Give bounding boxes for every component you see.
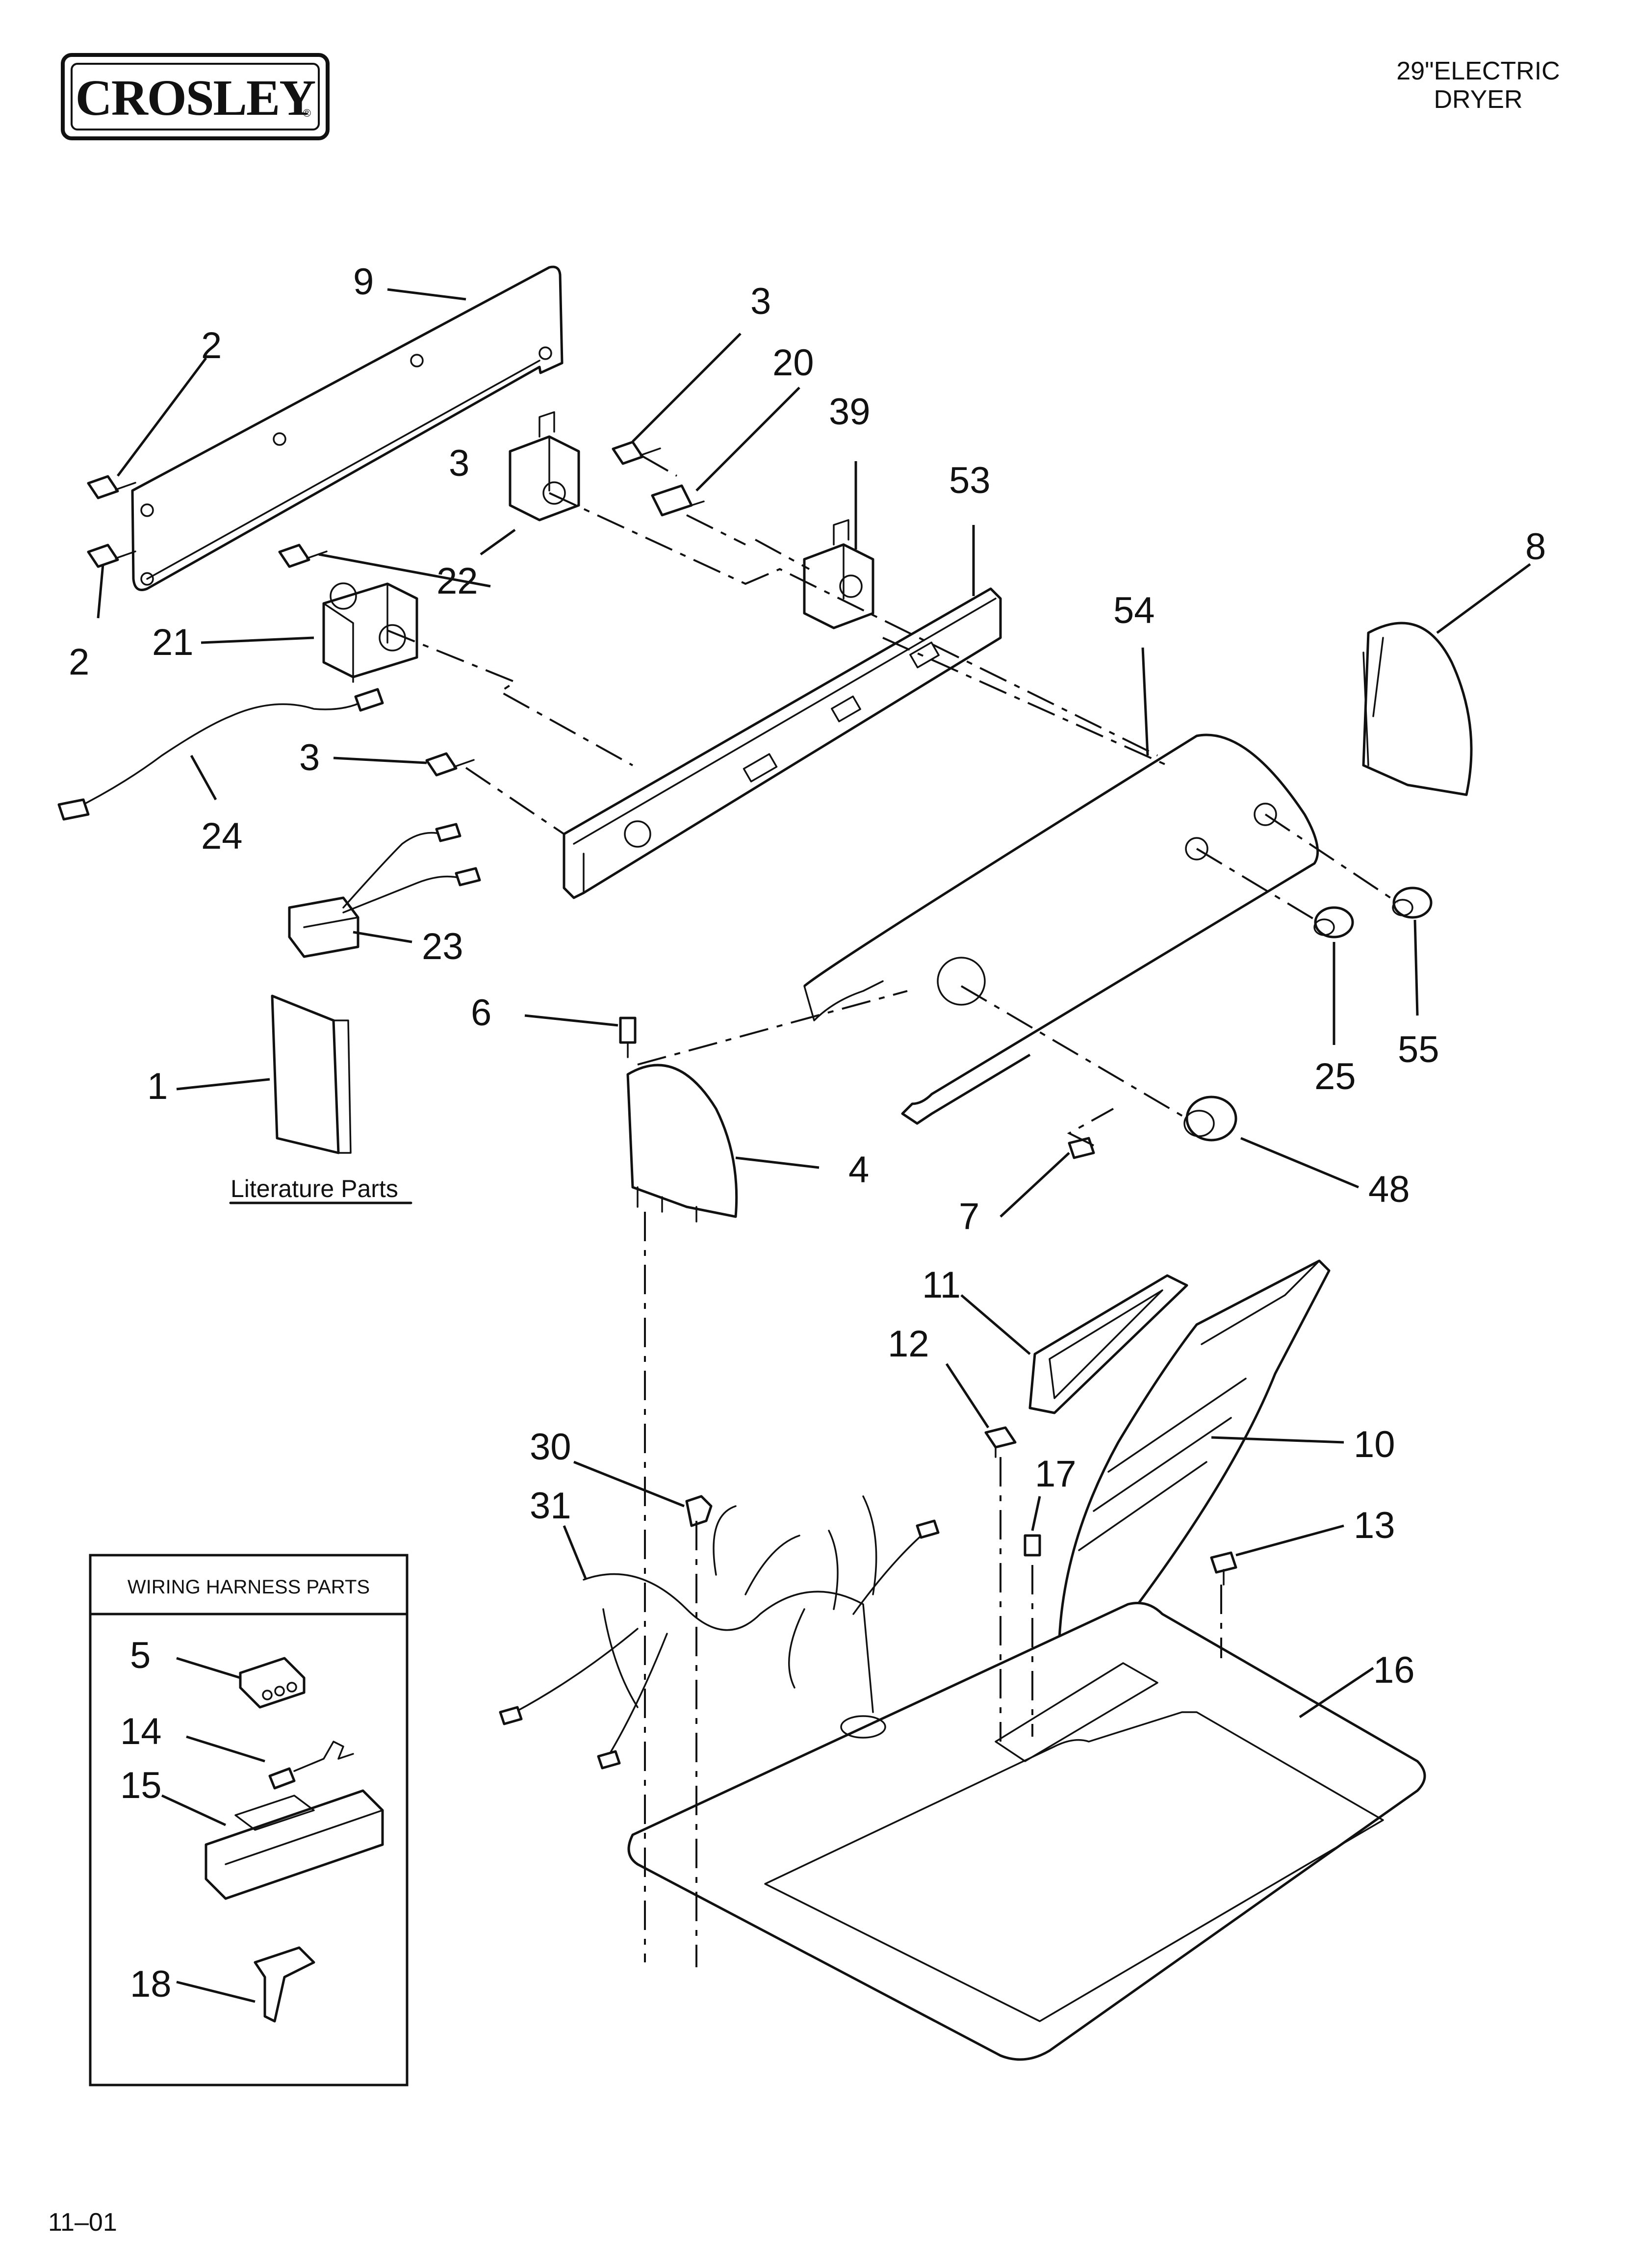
- callout-leader-lines: [97, 288, 1531, 2003]
- part-screw-3-left: [278, 544, 328, 568]
- callout-48: 48: [1368, 1169, 1410, 1210]
- part-knob-25: [1313, 906, 1354, 938]
- callout-2-bottom: 2: [69, 641, 89, 683]
- product-title-line2: DRYER: [1434, 85, 1523, 114]
- callout-53: 53: [949, 460, 991, 501]
- callout-6: 6: [471, 992, 491, 1034]
- callout-54: 54: [1113, 590, 1155, 631]
- wiring-harness-box: WIRING HARNESS PARTS: [89, 1554, 409, 2086]
- part-screw-17: [1024, 1534, 1041, 1557]
- product-title: 29"ELECTRIC DRYER: [1356, 57, 1601, 114]
- callout-4: 4: [848, 1149, 869, 1191]
- callout-21: 21: [152, 622, 194, 663]
- part-screw-3-lower: [425, 752, 475, 777]
- part-screw-6: [619, 1017, 637, 1058]
- part-control-panel-rear: [131, 265, 564, 591]
- part-wire-24: [57, 688, 384, 821]
- callout-labels: 9 2 2 3 3 3 20 39 53 22 21 54 8 24 23 6 …: [69, 261, 1546, 2005]
- part-clip-18: [254, 1946, 315, 2023]
- part-end-cap-4: [626, 1064, 738, 1223]
- part-literature-1: [271, 994, 352, 1154]
- assembly-reference-lines: [387, 455, 1399, 1967]
- brand-logo: CROSLEY ®: [61, 53, 330, 140]
- callout-11: 11: [922, 1264, 961, 1306]
- part-terminal-14: [268, 1741, 354, 1790]
- callout-31: 31: [530, 1485, 571, 1527]
- callout-8: 8: [1525, 526, 1546, 568]
- part-connector-block-15: [205, 1789, 384, 1900]
- literature-parts-label: Literature Parts: [231, 1175, 398, 1202]
- callout-22: 22: [436, 560, 478, 602]
- part-clip-12: [984, 1426, 1017, 1458]
- callout-12: 12: [888, 1323, 929, 1365]
- callout-20: 20: [772, 342, 814, 384]
- part-bracket-53: [563, 587, 1002, 899]
- part-lint-filter-11: [1028, 1274, 1188, 1414]
- part-screw-7: [1068, 1137, 1095, 1159]
- document-code: 11–01: [48, 2208, 117, 2237]
- callout-55: 55: [1398, 1029, 1439, 1070]
- part-screw-left-bottom: [87, 544, 136, 568]
- callout-3-mid: 3: [449, 443, 469, 484]
- callout-18: 18: [130, 1963, 172, 2005]
- callout-15: 15: [120, 1765, 162, 1806]
- part-top-16: [627, 1602, 1426, 2061]
- wiring-harness-box-title: WIRING HARNESS PARTS: [128, 1576, 370, 1598]
- callout-1: 1: [147, 1066, 168, 1107]
- part-timer-21: [322, 582, 418, 683]
- callout-23: 23: [422, 926, 463, 967]
- part-screw-3-center: [612, 441, 661, 465]
- part-knob-55: [1392, 886, 1433, 919]
- callout-10: 10: [1354, 1424, 1395, 1465]
- part-console-54: [803, 733, 1319, 1125]
- callout-7: 7: [959, 1196, 979, 1237]
- callout-25: 25: [1314, 1056, 1356, 1097]
- part-connector-5: [239, 1657, 306, 1709]
- callout-5: 5: [130, 1635, 151, 1676]
- part-screw-13: [1210, 1551, 1237, 1586]
- part-selector-switch-22: [509, 411, 580, 521]
- part-knob-48: [1183, 1095, 1237, 1142]
- callout-39: 39: [829, 391, 871, 433]
- callout-24: 24: [201, 815, 243, 857]
- callout-13: 13: [1354, 1505, 1395, 1546]
- part-lint-housing-10: [1058, 1259, 1331, 1640]
- callout-17: 17: [1035, 1453, 1077, 1495]
- part-harness-31: [499, 1495, 940, 1770]
- part-end-cap-8: [1362, 622, 1473, 796]
- part-thermal-fuse-20: [651, 484, 705, 517]
- part-selector-switch-39: [803, 519, 874, 629]
- callout-9: 9: [353, 261, 374, 303]
- product-title-line1: 29"ELECTRIC: [1396, 57, 1560, 85]
- callout-14: 14: [120, 1711, 162, 1752]
- callout-3-low: 3: [299, 737, 320, 779]
- part-harness-23: [288, 823, 481, 958]
- part-clip-30: [685, 1495, 713, 1527]
- callout-2-top: 2: [201, 325, 222, 366]
- callout-16: 16: [1373, 1649, 1415, 1691]
- callout-3-top: 3: [750, 281, 771, 322]
- part-screw-left-top: [87, 475, 136, 499]
- callout-30: 30: [530, 1426, 571, 1468]
